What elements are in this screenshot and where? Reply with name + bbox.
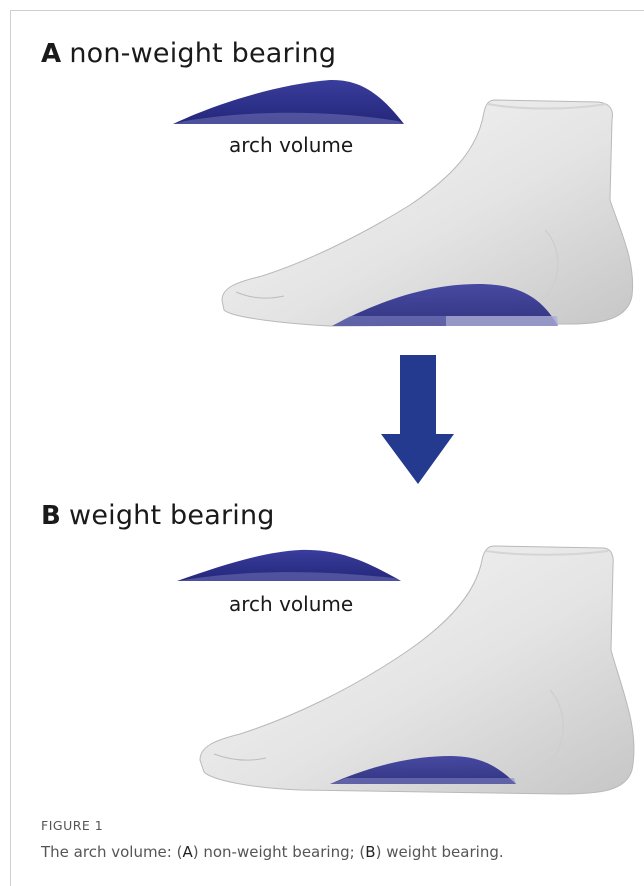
caption-key-a: A (182, 843, 192, 861)
panel-a-title: non-weight bearing (69, 38, 336, 69)
panel-a-letter: A (41, 39, 61, 69)
foot-model-b (200, 546, 634, 794)
arch-volume-label-a: arch volume (229, 133, 353, 157)
arch-volume-shape-b (177, 550, 401, 581)
arch-volume-label-b: arch volume (229, 592, 353, 616)
panel-b-title: weight bearing (69, 500, 275, 531)
caption-text-b: ) weight bearing. (376, 843, 504, 861)
transition-arrow (381, 355, 454, 484)
arch-volume-shape-a (173, 80, 404, 124)
caption-text-a: ) non-weight bearing; ( (193, 843, 366, 861)
panel-b-letter: B (41, 501, 61, 531)
caption-key-b: B (365, 843, 375, 861)
figure-caption-title: FIGURE 1 (41, 818, 103, 833)
figure-caption-text: The arch volume: (A) non-weight bearing;… (41, 843, 504, 861)
caption-prefix: The arch volume: ( (41, 843, 182, 861)
